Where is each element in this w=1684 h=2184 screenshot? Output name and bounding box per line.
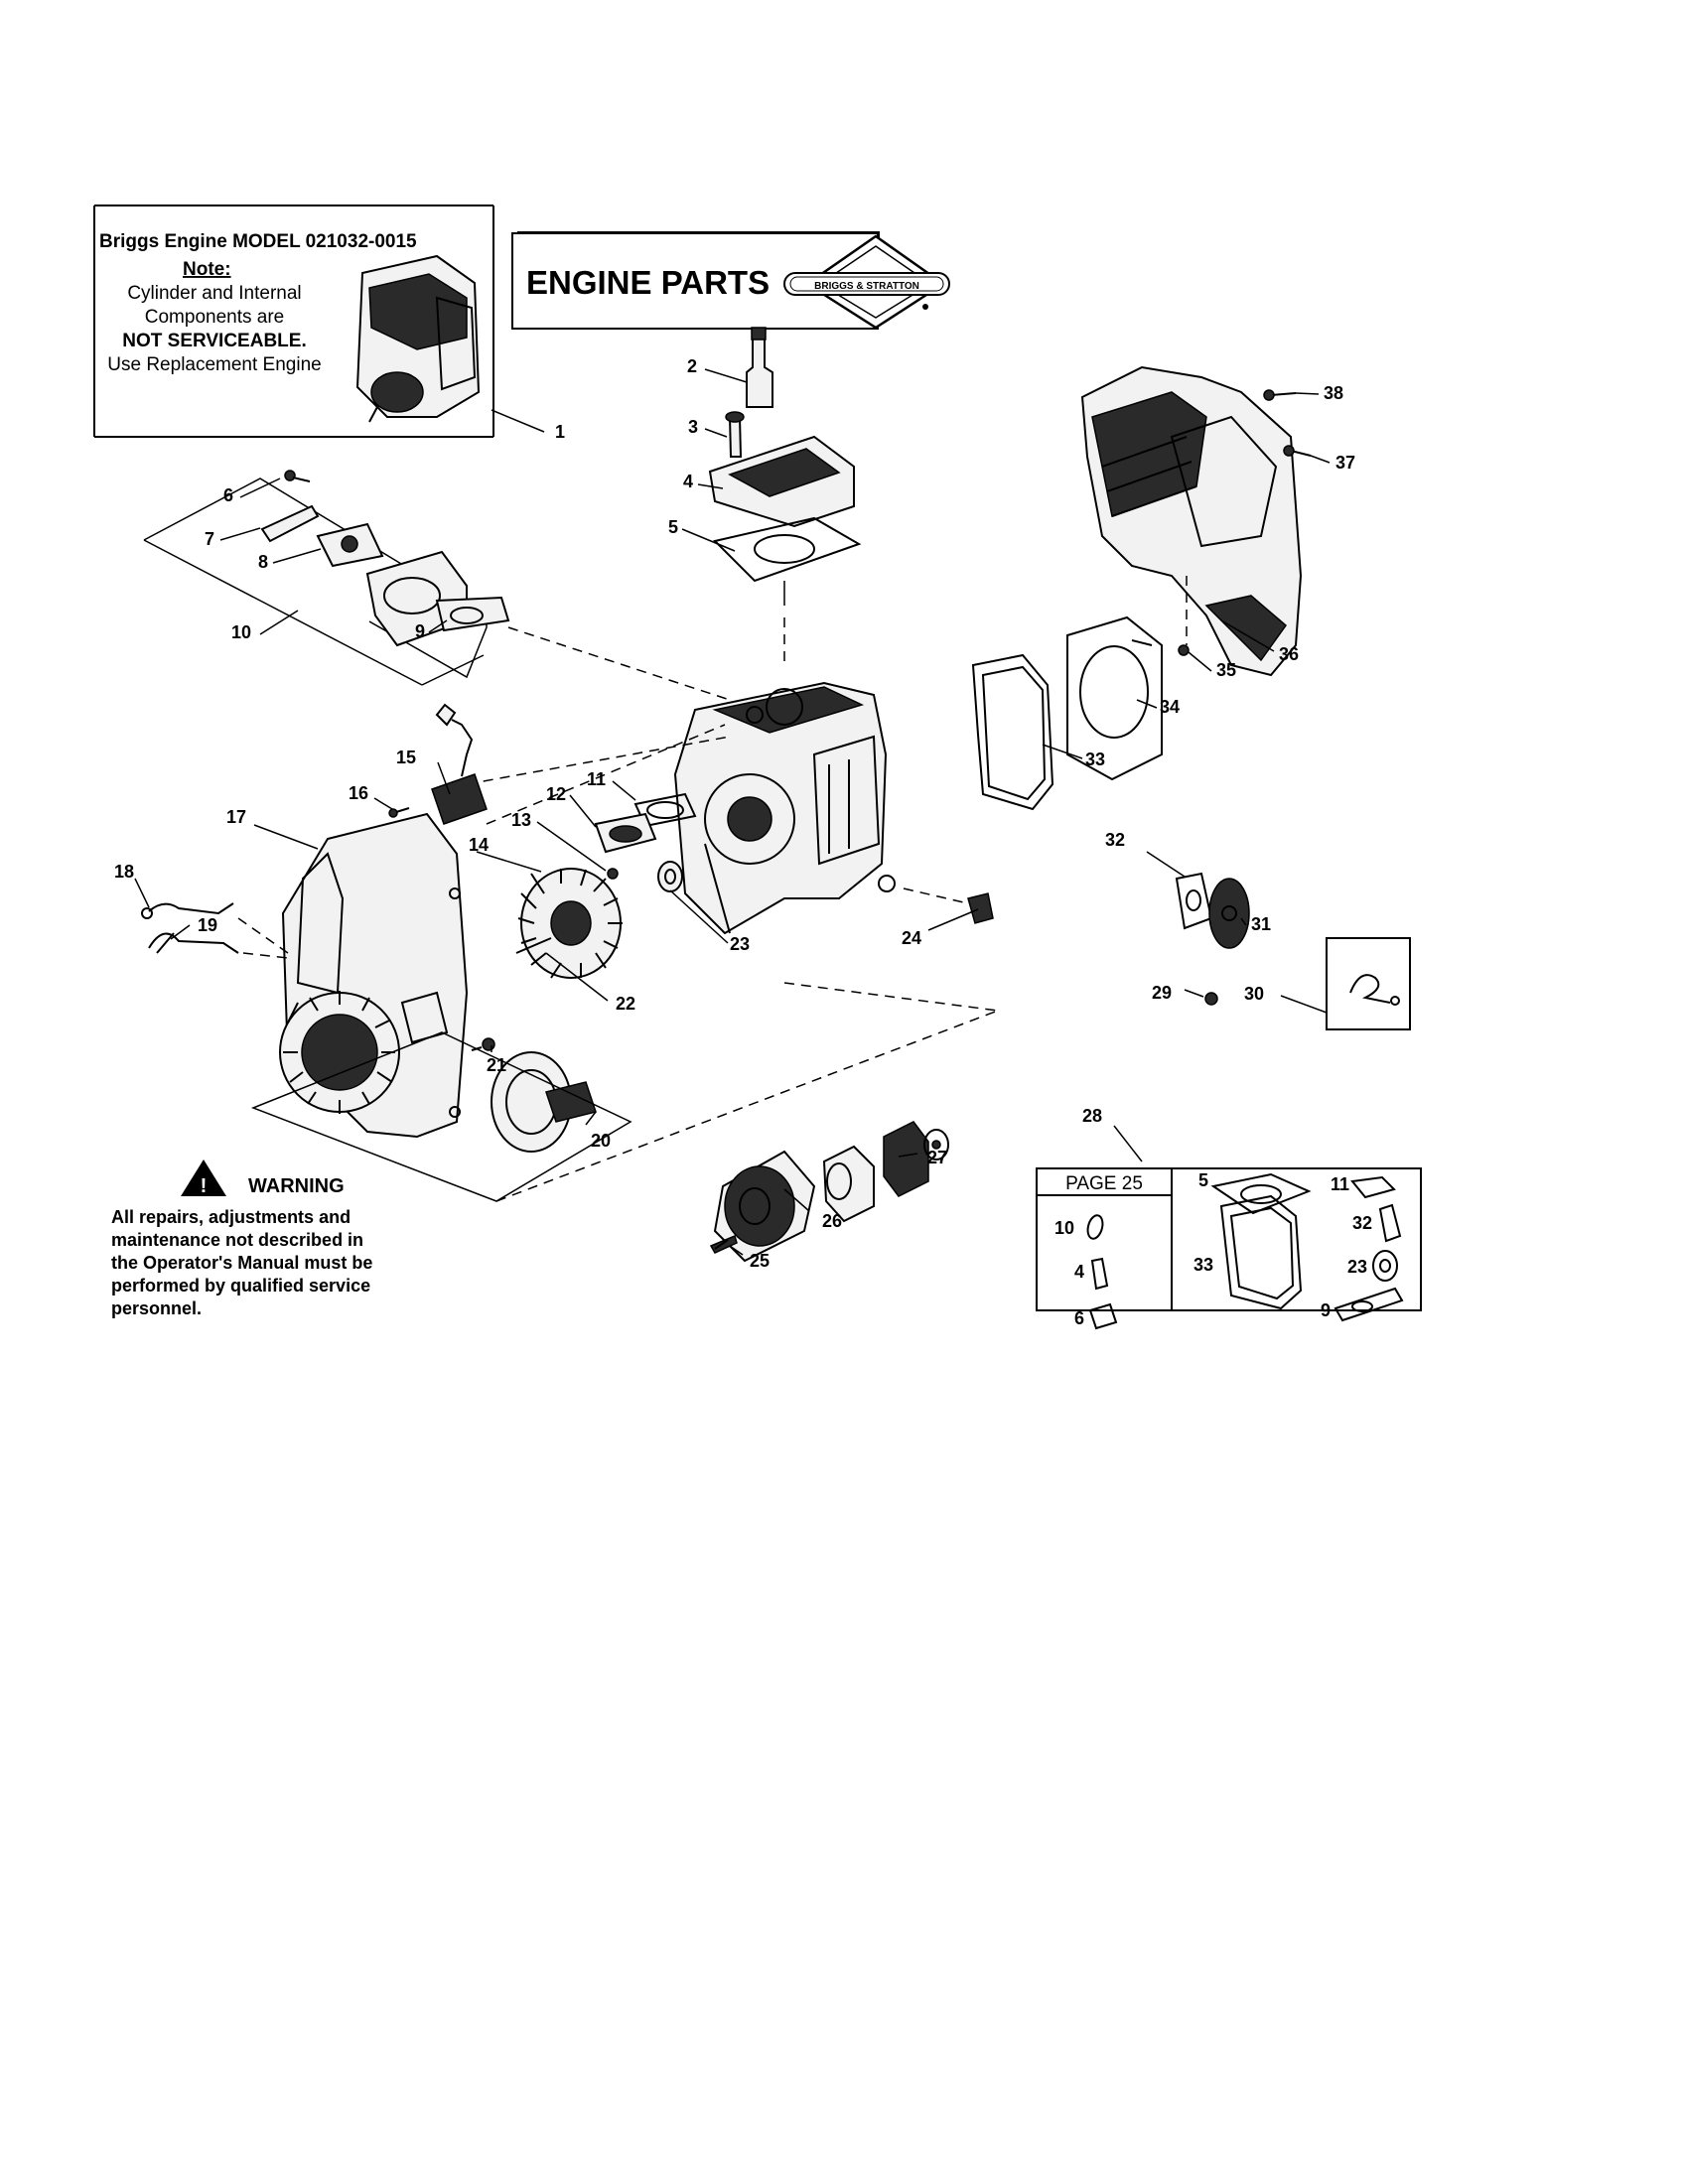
callout-32: 32 — [1105, 830, 1125, 850]
springs — [141, 902, 289, 959]
callout-2: 2 — [687, 356, 697, 376]
callout-34: 34 — [1160, 697, 1180, 717]
callout-20: 20 — [591, 1131, 611, 1151]
note-line-1: Cylinder and Internal — [127, 283, 301, 304]
callout-leaders — [134, 368, 1331, 1256]
cylinder-head-parts — [708, 327, 862, 667]
starter-bracket — [250, 1031, 632, 1202]
dash-starter-to-clutch-2 — [783, 982, 999, 1012]
callout-10: 10 — [231, 622, 251, 642]
replacement-engine-illustration — [355, 254, 481, 423]
note-label: Note: — [183, 259, 231, 280]
oil-seals — [657, 861, 994, 924]
kit-item-23: 23 — [1347, 1257, 1367, 1277]
callout-37: 37 — [1335, 453, 1355, 473]
callout-7: 7 — [205, 529, 214, 549]
note-line-3: NOT SERVICEABLE. — [122, 331, 306, 351]
kit-item-32: 32 — [1352, 1213, 1372, 1233]
callout-25: 25 — [750, 1251, 770, 1271]
warning-line-2: maintenance not described in — [111, 1230, 363, 1250]
callout-28: 28 — [1082, 1106, 1102, 1126]
flywheel — [515, 868, 623, 979]
callout-26: 26 — [822, 1211, 842, 1231]
callout-12: 12 — [546, 784, 566, 804]
callout-14: 14 — [469, 835, 489, 855]
callout-13: 13 — [511, 810, 531, 830]
callout-36: 36 — [1279, 644, 1299, 664]
kit-item-33: 33 — [1193, 1255, 1213, 1275]
callout-1: 1 — [555, 422, 565, 442]
callout-27: 27 — [927, 1148, 947, 1167]
warning-icon — [181, 1160, 226, 1196]
kit-item-10: 10 — [1054, 1218, 1074, 1238]
kit-table: PAGE 25 10 4 6 5 11 32 33 23 9 — [1036, 1167, 1422, 1330]
svg-text:!: ! — [201, 1175, 208, 1197]
warning-title: WARNING — [248, 1175, 345, 1197]
kit-item-5: 5 — [1198, 1170, 1208, 1190]
brand-logo: BRIGGS & STRATTON — [783, 234, 950, 330]
warning-line-5: personnel. — [111, 1298, 202, 1318]
dash-ignition-to-block-2 — [466, 736, 731, 785]
engine-cover — [1080, 365, 1312, 677]
callout-29: 29 — [1152, 983, 1172, 1003]
callout-24: 24 — [902, 928, 921, 948]
dash-ignition-to-block — [486, 724, 726, 825]
callout-6: 6 — [223, 485, 233, 505]
warning-line-3: the Operator's Manual must be — [111, 1253, 372, 1273]
model-line: Briggs Engine MODEL 021032-0015 — [99, 231, 417, 252]
callout-16: 16 — [349, 783, 368, 803]
callout-15: 15 — [396, 748, 416, 767]
title-box: ENGINE PARTS BRIGGS & STRATTON — [511, 231, 950, 330]
starter-pulley — [471, 1037, 597, 1153]
title-text: ENGINE PARTS — [526, 264, 770, 301]
callout-17: 17 — [226, 807, 246, 827]
kit-item-11: 11 — [1331, 1174, 1349, 1194]
callout-8: 8 — [258, 552, 268, 572]
muffler-assembly — [143, 470, 510, 686]
callout-21: 21 — [487, 1055, 506, 1075]
callout-22: 22 — [616, 994, 635, 1014]
callout-38: 38 — [1324, 383, 1343, 403]
callout-9: 9 — [415, 621, 425, 641]
brand-logo-text: BRIGGS & STRATTON — [814, 281, 919, 292]
note-line-2: Components are — [145, 307, 284, 328]
warning-line-1: All repairs, adjustments and — [111, 1207, 351, 1227]
callout-numbers: 1 2 3 4 5 6 7 8 9 10 11 12 13 14 15 16 1… — [114, 356, 1355, 1271]
crankcase-block — [673, 681, 888, 935]
dash-muffler-to-block — [507, 626, 731, 701]
warning-line-4: performed by qualified service — [111, 1276, 370, 1296]
kit-item-6: 6 — [1074, 1308, 1084, 1328]
kit-table-header: PAGE 25 — [1065, 1173, 1143, 1194]
note-box: Briggs Engine MODEL 021032-0015 Note: Cy… — [93, 205, 494, 438]
clutch-assembly — [709, 1121, 949, 1263]
kit-item-9: 9 — [1321, 1300, 1331, 1320]
callout-35: 35 — [1216, 660, 1236, 680]
callout-3: 3 — [688, 417, 698, 437]
intake-gaskets — [594, 792, 697, 880]
callout-30: 30 — [1244, 984, 1264, 1004]
callout-33: 33 — [1085, 750, 1105, 769]
callout-18: 18 — [114, 862, 134, 882]
callout-4: 4 — [683, 472, 693, 491]
blower-housing — [279, 812, 469, 1139]
callout-31: 31 — [1251, 914, 1271, 934]
ignition-coil — [388, 703, 488, 825]
warning-block: ! WARNING All repairs, adjustments and m… — [111, 1160, 372, 1318]
callout-5: 5 — [668, 517, 678, 537]
carb-parts — [1175, 872, 1411, 1030]
callout-19: 19 — [198, 915, 217, 935]
callout-23: 23 — [730, 934, 750, 954]
cover-gaskets — [971, 615, 1163, 811]
kit-item-4: 4 — [1074, 1262, 1084, 1282]
callout-11: 11 — [587, 769, 606, 789]
dash-starter-to-clutch — [495, 1010, 999, 1202]
note-line-4: Use Replacement Engine — [107, 354, 321, 375]
